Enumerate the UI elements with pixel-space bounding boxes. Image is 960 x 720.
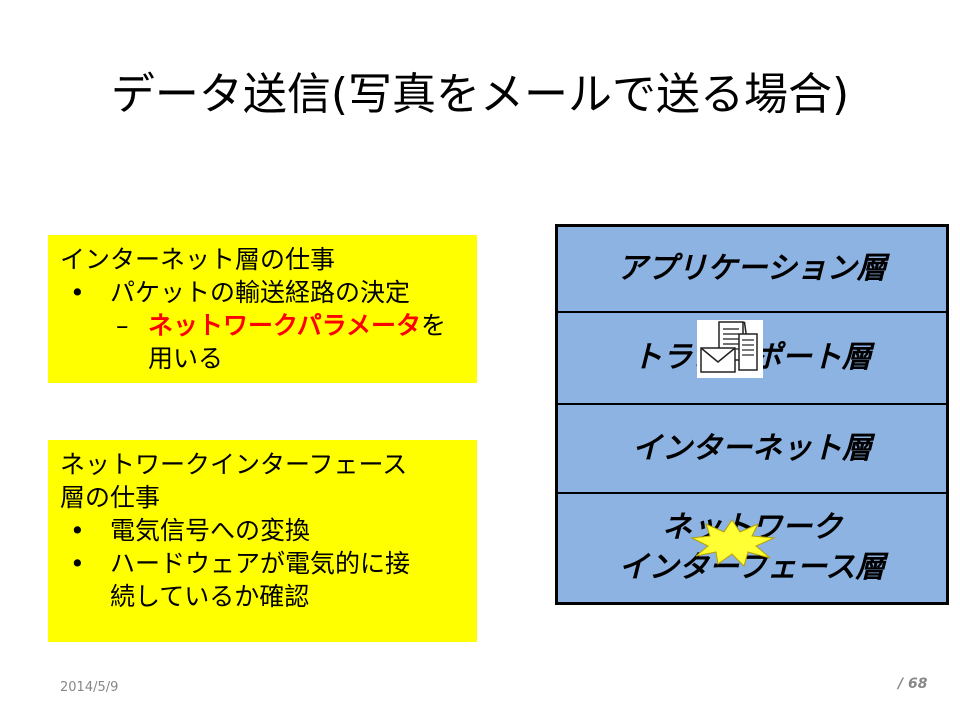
internet-layer: インターネット層 <box>558 405 946 494</box>
nif-note-bullet-2-wrap: 続しているか確認 <box>110 582 310 611</box>
internet-note-bullet: • パケットの輸送経路の決定 <box>60 276 465 309</box>
page-number: / 68 <box>898 676 928 692</box>
nif-note-heading-1: ネットワークインターフェース <box>60 450 408 479</box>
bullet-marker: • <box>70 549 85 578</box>
internet-layer-note: インターネット層の仕事 • パケットの輸送経路の決定 – ネットワークパラメータ… <box>48 235 477 383</box>
explosion-burst-icon <box>690 519 776 567</box>
network-interface-layer-line-2: インターフェース層 <box>618 550 886 585</box>
nif-note-bullet-2: • ハードウェアが電気的に接 <box>60 547 465 580</box>
slide-title: データ送信(写真をメールで送る場合) <box>110 69 850 120</box>
mail-document-icon <box>697 320 763 378</box>
subbullet-marker: – <box>116 311 129 340</box>
internet-note-bullet-text: パケットの輸送経路の決定 <box>110 278 411 307</box>
nif-note-bullet-1-text: 電気信号への変換 <box>110 516 311 545</box>
bullet-marker: • <box>70 516 85 545</box>
nif-note-bullet-1: • 電気信号への変換 <box>60 514 465 547</box>
slide-date: 2014/5/9 <box>60 680 119 695</box>
internet-note-subbullet: – ネットワークパラメータを <box>60 309 465 342</box>
internet-note-sub-rest: を <box>421 311 447 340</box>
nif-note-bullet-2-text: ハードウェアが電気的に接 <box>110 549 411 578</box>
nif-note-heading-2: 層の仕事 <box>60 483 161 512</box>
internet-note-heading: インターネット層の仕事 <box>60 245 336 274</box>
network-parameter-highlight: ネットワークパラメータ <box>148 311 422 340</box>
protocol-layer-stack: アプリケーション層 トランスポート層 インターネット層 ネットワーク インターフ… <box>555 224 949 605</box>
network-interface-layer-note: ネットワークインターフェース 層の仕事 • 電気信号への変換 • ハードウェアが… <box>48 440 477 642</box>
internet-note-sub-wrap: 用いる <box>148 344 224 373</box>
bullet-marker: • <box>70 278 85 307</box>
application-layer: アプリケーション層 <box>558 227 946 313</box>
